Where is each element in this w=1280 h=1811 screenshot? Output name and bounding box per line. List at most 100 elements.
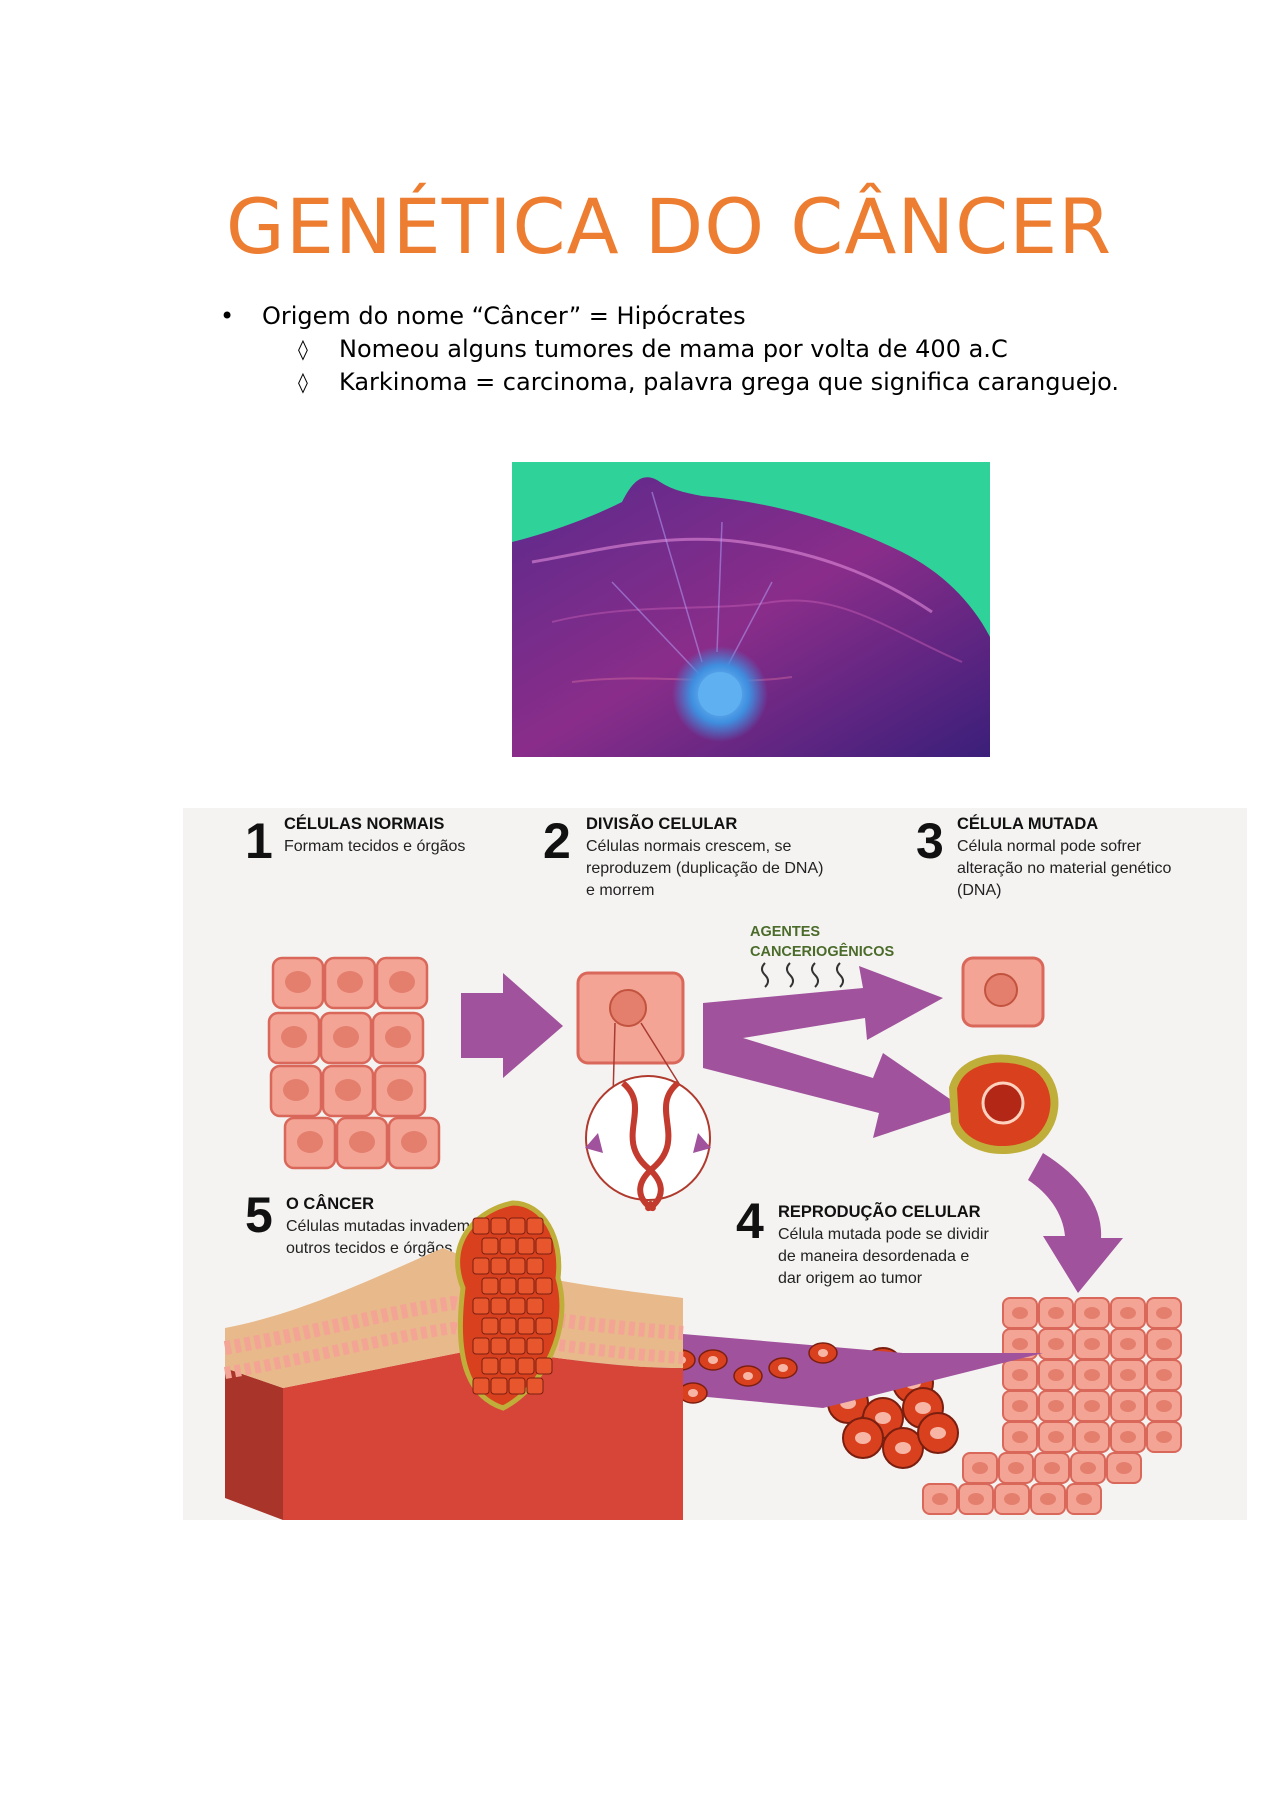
cell-nucleus — [1012, 1431, 1028, 1443]
mutated-nucleus — [743, 1372, 753, 1380]
mutated-nucleus — [688, 1389, 698, 1397]
tumor-cell — [481, 1237, 499, 1255]
tumor-core — [698, 672, 742, 716]
tissue-streak — [551, 599, 963, 663]
tumor-cell — [481, 1357, 499, 1375]
cell-nucleus — [1116, 1462, 1132, 1474]
tissue-front — [283, 1348, 683, 1520]
tumor-cell — [490, 1337, 508, 1355]
step-description-line: (DNA) — [957, 882, 1001, 899]
arrow-icon — [461, 973, 563, 1078]
arrow-icon — [693, 1133, 711, 1153]
tumor-growth — [827, 1297, 1182, 1515]
step-number: 1 — [245, 813, 273, 869]
cell-nucleus — [1084, 1369, 1100, 1381]
tumor-cell — [535, 1357, 553, 1375]
invaded-tissue — [223, 1200, 684, 1520]
cell-nucleus — [333, 1026, 359, 1048]
mutated-nucleus — [778, 1364, 788, 1372]
step-number: 5 — [245, 1187, 273, 1243]
cell-nucleus — [285, 971, 311, 993]
mutated-nucleus — [915, 1402, 931, 1414]
cell-nucleus — [1012, 1369, 1028, 1381]
tumor-cell — [499, 1277, 517, 1295]
bullet-item: • Origem do nome “Câncer” = Hipócrates — [220, 300, 1160, 333]
cell-nucleus — [349, 1131, 375, 1153]
cell-nucleus — [337, 971, 363, 993]
tumor-cell — [517, 1277, 535, 1295]
arrow-icon — [1028, 1153, 1123, 1293]
cell-nucleus — [1012, 1338, 1028, 1350]
cell-nucleus — [1120, 1400, 1136, 1412]
step-5-caption: 5 O CÂNCER Células mutadas invadem outro… — [245, 1187, 470, 1257]
cell-nucleus — [1048, 1431, 1064, 1443]
tumor-cell — [490, 1297, 508, 1315]
step-description-line: e morrem — [586, 882, 654, 899]
tissue-side — [225, 1368, 283, 1520]
cell-nucleus — [1040, 1493, 1056, 1505]
tumor-cell — [517, 1237, 535, 1255]
tumor-cell — [526, 1297, 544, 1315]
mutated-nucleus — [981, 1081, 1025, 1125]
tumor-cell — [490, 1217, 508, 1235]
cell-nucleus — [1156, 1369, 1172, 1381]
cell-nucleus — [283, 1079, 309, 1101]
tumor-photo — [512, 462, 990, 757]
step-number: 3 — [916, 813, 944, 869]
tumor-cell — [508, 1257, 526, 1275]
cell-nucleus — [1076, 1493, 1092, 1505]
dividing-cell — [576, 971, 711, 1212]
mutated-nucleus — [708, 1356, 718, 1364]
tumor-cell — [517, 1357, 535, 1375]
carcinogenic-agents: AGENTES CANCERIOGÊNICOS — [750, 924, 895, 988]
cell-nucleus — [932, 1493, 948, 1505]
step-number: 2 — [543, 813, 571, 869]
step-number: 4 — [736, 1193, 764, 1249]
cell-nucleus — [1048, 1307, 1064, 1319]
cell-nucleus — [968, 1493, 984, 1505]
cell-nucleus — [609, 989, 647, 1027]
cell-nucleus — [1084, 1400, 1100, 1412]
tumor-cells — [472, 1217, 553, 1395]
dna-helix-icon — [637, 1080, 681, 1212]
cell-nucleus — [1120, 1307, 1136, 1319]
dna-zoom-circle — [585, 1075, 711, 1201]
cell-nucleus — [1120, 1338, 1136, 1350]
tumor-cell — [508, 1337, 526, 1355]
cell-nucleus — [1044, 1462, 1060, 1474]
mutated-nucleus — [818, 1349, 828, 1357]
step-description-line: reproduzem (duplicação de DNA) — [586, 860, 823, 877]
agents-label-line: CANCERIOGÊNICOS — [750, 942, 895, 960]
tumor-cell — [472, 1257, 490, 1275]
mutated-nucleus — [895, 1442, 911, 1454]
tumor-cell — [535, 1317, 553, 1335]
tumor-cell — [535, 1237, 553, 1255]
sub-bullet-item: ◊ Nomeou alguns tumores de mama por volt… — [220, 333, 1160, 366]
tumor-cell — [499, 1357, 517, 1375]
tumor-cell — [526, 1217, 544, 1235]
sub-bullet-text: Karkinoma = carcinoma, palavra grega que… — [339, 368, 1120, 396]
cell-nucleus — [1048, 1369, 1064, 1381]
sub-bullet-diamond: ◊ — [298, 370, 308, 394]
cell-nucleus — [1156, 1307, 1172, 1319]
arrow-icon — [585, 1133, 603, 1153]
step-description-line: Formam tecidos e órgãos — [284, 838, 465, 855]
tumor-cell — [472, 1377, 490, 1395]
mutated-nucleus — [930, 1427, 946, 1439]
agent-squiggle-icon — [761, 962, 769, 988]
cell-nucleus — [387, 1079, 413, 1101]
step-description-line: Célula normal pode sofrer — [957, 838, 1142, 855]
cell-nucleus — [1012, 1400, 1028, 1412]
cell-nucleus — [1084, 1307, 1100, 1319]
cell-nucleus — [1008, 1462, 1024, 1474]
tumor-cell — [472, 1217, 490, 1235]
tumor-cell — [481, 1317, 499, 1335]
step-description-line: alteração no material genético — [957, 860, 1171, 877]
tumor-cell — [508, 1377, 526, 1395]
cell-nucleus — [1156, 1400, 1172, 1412]
cell-nucleus — [401, 1131, 427, 1153]
tumor-cell — [481, 1277, 499, 1295]
tumor-cell — [472, 1337, 490, 1355]
step-1-caption: 1 CÉLULAS NORMAIS Formam tecidos e órgão… — [245, 813, 465, 869]
